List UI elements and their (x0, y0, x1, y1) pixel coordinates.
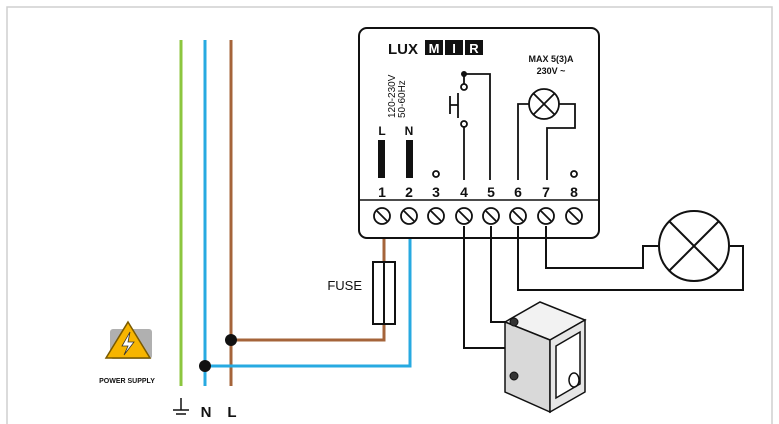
neutral-feed-wire (205, 236, 412, 368)
screw-slot-5 (485, 210, 497, 222)
brand-letter-3: R (469, 41, 479, 56)
terminal-L-bar (378, 140, 385, 178)
wall-switch-icon (503, 301, 587, 414)
line-label: L (227, 404, 236, 421)
terminal-numbers: 1 2 3 4 5 6 7 8 (378, 184, 578, 200)
terminal-N-bar (406, 140, 413, 178)
frame (6, 6, 773, 424)
terminal-number-5: 5 (487, 184, 495, 200)
terminal-number-8: 8 (570, 184, 578, 200)
load-rating-current: MAX 5(3)A (528, 54, 574, 64)
brand-box-3 (465, 40, 483, 55)
external-lamp-icon (658, 210, 730, 282)
brand-logo: M I R (425, 40, 483, 56)
fuse-label: FUSE (327, 278, 362, 293)
screw-slot-7 (540, 210, 552, 222)
brand-letter-2: I (452, 41, 456, 56)
screw-slot-4 (458, 210, 470, 222)
screw-terminals (373, 207, 583, 225)
terminal-3-marker (432, 170, 440, 178)
brand-letter-1: M (429, 41, 440, 56)
brand-prefix: LUX (388, 41, 418, 58)
terminal-number-2: 2 (405, 184, 413, 200)
terminal-8-marker (570, 170, 578, 178)
screw-slot-3 (430, 210, 442, 222)
brand-box-2 (445, 40, 463, 55)
lamp-wires (517, 226, 744, 291)
high-voltage-warning-icon (104, 320, 152, 359)
screw-slot-2 (403, 210, 415, 222)
terminal-number-1: 1 (378, 184, 386, 200)
terminal-N-label: N (405, 124, 414, 138)
frequency-range: 50-60Hz (397, 80, 408, 118)
neutral-label: N (201, 404, 212, 421)
terminal-L-label: L (378, 124, 385, 138)
terminal-number-6: 6 (514, 184, 522, 200)
line-feed-wire (231, 300, 386, 342)
screw-slot-8 (568, 210, 580, 222)
junction-line (225, 334, 237, 346)
voltage-range: 120-230V (387, 74, 398, 118)
power-supply-label: POWER SUPPLY (99, 378, 155, 385)
relay-module (358, 27, 600, 239)
internal-lamp-symbol (517, 88, 576, 180)
pushbutton-node (461, 71, 467, 77)
internal-pushbutton-symbol (449, 73, 491, 180)
ground-symbol-icon (173, 398, 189, 415)
terminal-number-7: 7 (542, 184, 550, 200)
junction-neutral (199, 360, 211, 372)
terminal-number-3: 3 (432, 184, 440, 200)
screw-slot-6 (512, 210, 524, 222)
brand-box-1 (425, 40, 443, 55)
load-rating-voltage: 230V ~ (537, 66, 566, 76)
screw-slot-1 (376, 210, 388, 222)
terminal-number-4: 4 (460, 184, 468, 200)
